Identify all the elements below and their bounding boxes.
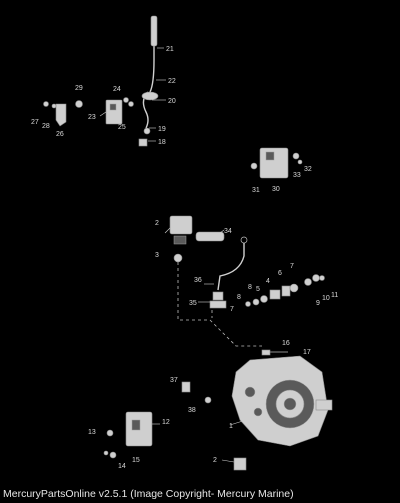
callout-9: 9 bbox=[316, 300, 320, 307]
mount-bracket-lower bbox=[103, 381, 212, 459]
callout-8: 8 bbox=[237, 294, 241, 301]
bracket-assembly-right bbox=[250, 147, 303, 179]
callout-31: 31 bbox=[252, 187, 260, 194]
callout-20: 20 bbox=[168, 98, 176, 105]
callout-10: 10 bbox=[322, 295, 330, 302]
callout-33: 33 bbox=[293, 172, 301, 179]
shift-cable-illustration bbox=[138, 15, 159, 147]
callout-13: 13 bbox=[88, 429, 96, 436]
callout-26: 26 bbox=[56, 131, 64, 138]
callout-labels: 21 22 20 19 18 24 23 25 29 27 28 26 30 3… bbox=[31, 46, 338, 470]
callout-29: 29 bbox=[75, 85, 83, 92]
callout-25: 25 bbox=[118, 124, 126, 131]
callout-12: 12 bbox=[162, 419, 170, 426]
callout-1: 1 bbox=[229, 423, 233, 430]
callout-38: 38 bbox=[188, 407, 196, 414]
callout-15: 15 bbox=[132, 457, 140, 464]
callout-21: 21 bbox=[166, 46, 174, 53]
callout-3: 3 bbox=[155, 252, 159, 259]
callout-5: 5 bbox=[256, 286, 260, 293]
callout-6: 6 bbox=[278, 270, 282, 277]
callout-7-right: 7 bbox=[290, 263, 294, 270]
callout-36: 36 bbox=[194, 277, 202, 284]
callout-8-lower: 8 bbox=[248, 284, 252, 291]
fastener-hardware-row bbox=[245, 274, 325, 307]
callout-30: 30 bbox=[272, 186, 280, 193]
callout-27: 27 bbox=[31, 119, 39, 126]
callout-leaders bbox=[99, 47, 247, 463]
sensor-harness-illustration bbox=[177, 236, 262, 347]
image-copyright-caption: MercuryPartsOnline v2.5.1 (Image Copyrig… bbox=[3, 488, 294, 500]
callout-7-left: 7 bbox=[230, 306, 234, 313]
bracket-assembly-left bbox=[43, 97, 134, 127]
callout-19: 19 bbox=[158, 126, 166, 133]
callout-16: 16 bbox=[282, 340, 290, 347]
callout-2-lower: 2 bbox=[213, 457, 217, 464]
callout-11: 11 bbox=[331, 292, 338, 299]
callout-14: 14 bbox=[118, 463, 126, 470]
callout-24: 24 bbox=[113, 86, 121, 93]
callout-32: 32 bbox=[304, 166, 312, 173]
callout-28: 28 bbox=[42, 123, 50, 130]
callout-35: 35 bbox=[189, 300, 197, 307]
shift-switch-illustration bbox=[169, 215, 225, 263]
callout-37: 37 bbox=[170, 377, 178, 384]
callout-34: 34 bbox=[224, 228, 232, 235]
callout-22: 22 bbox=[168, 78, 176, 85]
callout-23: 23 bbox=[88, 114, 96, 121]
transmission-housing-illustration bbox=[231, 349, 333, 471]
callout-17: 17 bbox=[303, 349, 311, 356]
callout-2-upper: 2 bbox=[155, 220, 159, 227]
callout-4: 4 bbox=[266, 278, 270, 285]
callout-18: 18 bbox=[158, 139, 166, 146]
